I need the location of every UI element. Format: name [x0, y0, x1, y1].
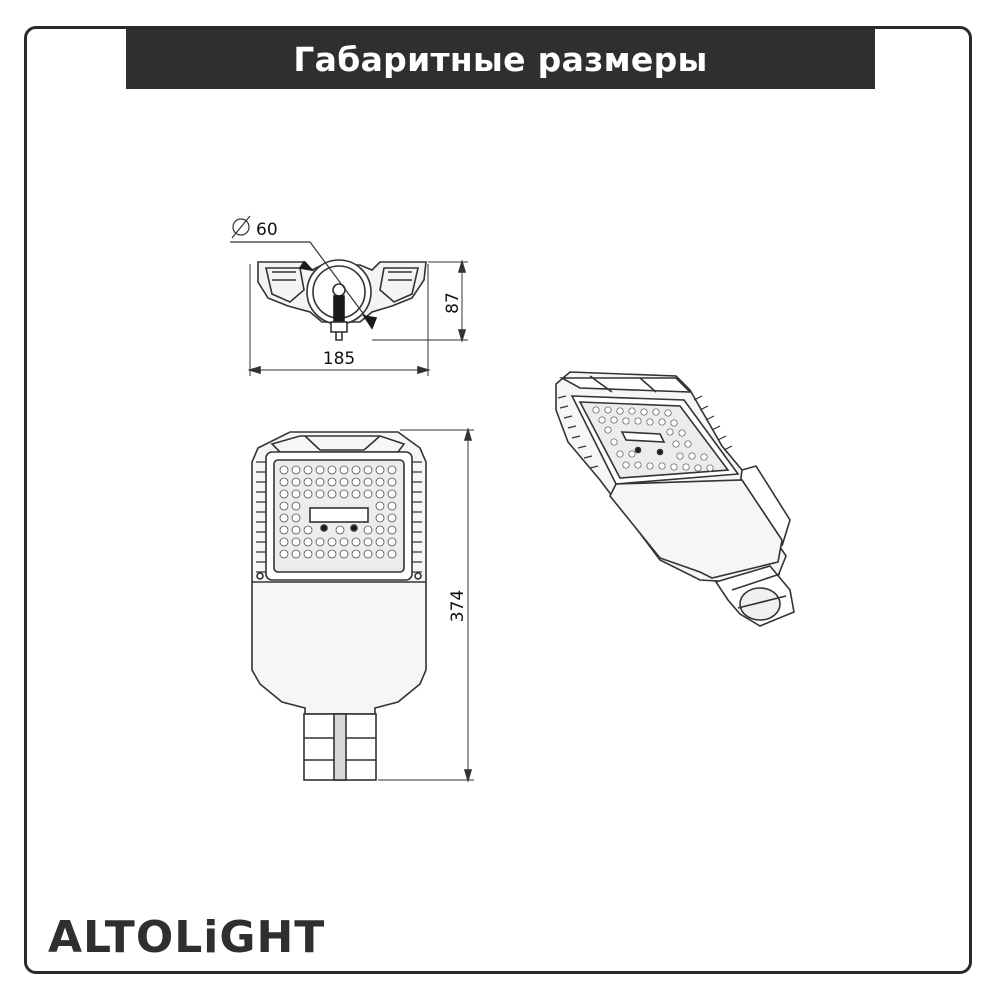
width-label: 185 [323, 349, 355, 369]
length-label: 374 [448, 590, 468, 622]
diameter-label: 60 [256, 220, 278, 240]
isometric-view [555, 371, 795, 627]
led-grid-top [279, 465, 397, 559]
title-bar: Габаритные размеры [126, 29, 875, 89]
outer-frame [24, 26, 972, 974]
brand-logo: ALTOLiGHT [48, 912, 326, 963]
height-label: 87 [443, 292, 463, 314]
page-title: Габаритные размеры [293, 39, 708, 79]
front-view [230, 215, 468, 376]
led-grid-iso [592, 406, 714, 472]
